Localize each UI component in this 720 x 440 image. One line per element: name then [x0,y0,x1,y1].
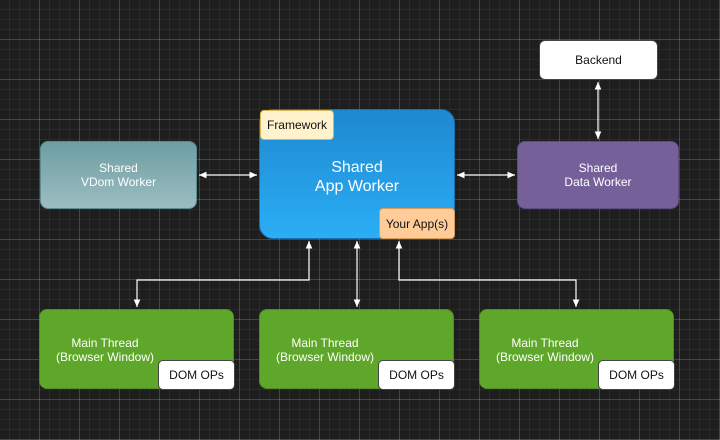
main-thread-label-1: Main Thread (Browser Window) [50,336,160,364]
main-thread-1-line2: (Browser Window) [55,350,154,364]
vdom-worker-node[interactable]: Shared VDom Worker [40,141,197,209]
main-thread-3-line2: (Browser Window) [495,350,594,364]
dom-ops-label-1: DOM OPs [169,368,224,382]
framework-label: Framework [266,118,327,132]
edge-app-main1 [133,241,313,307]
backend-label: Backend [575,53,622,67]
main-thread-label-3: Main Thread (Browser Window) [490,336,600,364]
dom-ops-badge-1[interactable]: DOM OPs [158,360,235,390]
vdom-worker-line1: Shared [99,161,138,175]
your-apps-badge[interactable]: Your App(s) [379,208,455,239]
your-apps-label: Your App(s) [385,216,449,231]
data-worker-line2: Data Worker [564,175,632,189]
vdom-worker-line2: VDom Worker [80,175,157,189]
app-worker-line2: App Worker [314,178,400,195]
main-thread-label-2: Main Thread (Browser Window) [270,336,380,364]
dom-ops-label-2: DOM OPs [389,368,444,382]
data-worker-node[interactable]: Shared Data Worker [517,141,679,209]
main-thread-3-line1: Main Thread [511,336,579,350]
data-worker-line1: Shared [578,161,618,175]
main-thread-2-line2: (Browser Window) [275,350,374,364]
framework-badge[interactable]: Framework [260,110,334,140]
dom-ops-badge-3[interactable]: DOM OPs [598,360,675,390]
main-thread-2-line1: Main Thread [291,336,359,350]
app-worker-line1: Shared [331,159,383,176]
edge-app-main3 [395,241,580,307]
dom-ops-badge-2[interactable]: DOM OPs [378,360,455,390]
main-thread-node-3[interactable]: Main Thread (Browser Window) [479,309,674,389]
backend-node[interactable]: Backend [539,40,658,80]
dom-ops-label-3: DOM OPs [609,368,664,382]
main-thread-1-line1: Main Thread [71,336,139,350]
